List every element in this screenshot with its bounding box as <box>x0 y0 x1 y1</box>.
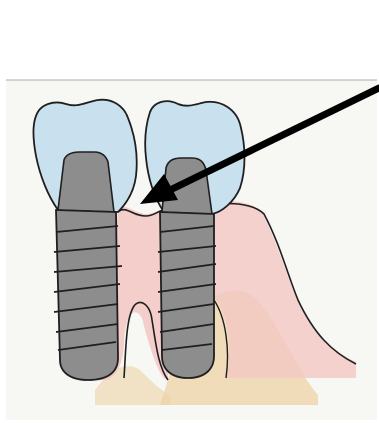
right-implant-body <box>160 212 214 378</box>
left-abutment <box>58 152 114 212</box>
left-implant-body <box>56 210 118 380</box>
